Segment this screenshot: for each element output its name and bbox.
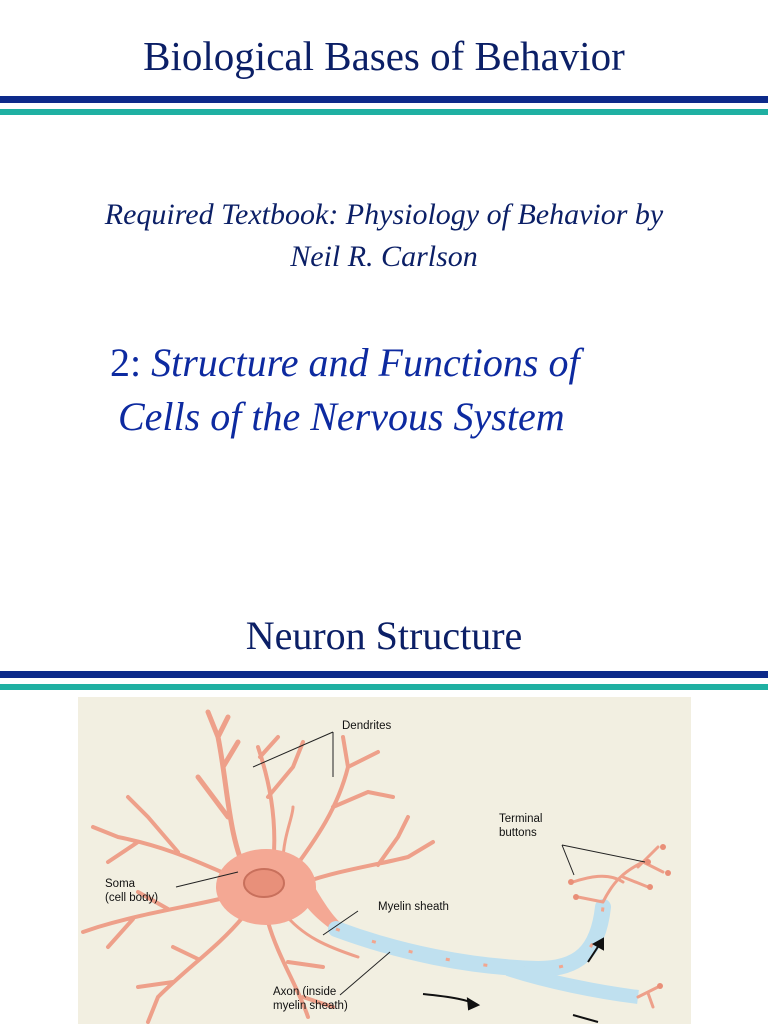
direction-arrows	[422, 937, 604, 1023]
axon-branch-drawing	[505, 962, 639, 1004]
chapter-title-line2: Cells of the Nervous System	[118, 394, 565, 439]
leader-lines	[175, 731, 646, 996]
textbook-line: Required Textbook: Physiology of Behavio…	[104, 198, 664, 231]
label-terminal-line1: Terminal	[499, 813, 543, 825]
label-terminal-line2: buttons	[499, 827, 537, 839]
neuron-diagram	[81, 709, 671, 1024]
title-rule-blue	[0, 96, 768, 103]
axon-drawing	[328, 899, 611, 978]
label-myelin-sheath: Myelin sheath	[378, 901, 449, 913]
textbook-author: Neil R. Carlson	[290, 240, 478, 273]
neuron-figure: Dendrites Terminal buttons Soma (cell bo…	[78, 697, 691, 1024]
label-soma: Soma (cell body)	[105, 877, 158, 905]
chapter-heading: 2: Structure and Functions of	[110, 336, 730, 390]
label-dendrites: Dendrites	[342, 720, 392, 732]
label-axon-line2: myelin sheath)	[273, 1000, 348, 1012]
axon-hillock-drawing	[303, 872, 343, 935]
button-dots	[568, 844, 671, 989]
label-soma-line2: (cell body)	[105, 892, 159, 904]
label-axon-line1: Axon (inside	[273, 986, 337, 998]
chapter-number: 2:	[110, 340, 152, 385]
terminal-buttons-drawing	[571, 845, 665, 1009]
neuron-rule-blue	[0, 671, 768, 678]
label-soma-line1: Soma	[105, 878, 136, 890]
label-terminal-buttons: Terminal buttons	[499, 812, 542, 840]
title-rule-teal	[0, 109, 768, 115]
nucleus-drawing	[243, 868, 285, 898]
slide-title: Biological Bases of Behavior	[143, 33, 625, 79]
chapter-title-line1: Structure and Functions of	[151, 340, 580, 385]
neuron-rule-teal	[0, 684, 768, 690]
slide-title-neuron: Neuron Structure	[245, 613, 523, 658]
label-axon: Axon (inside myelin sheath)	[273, 985, 348, 1013]
